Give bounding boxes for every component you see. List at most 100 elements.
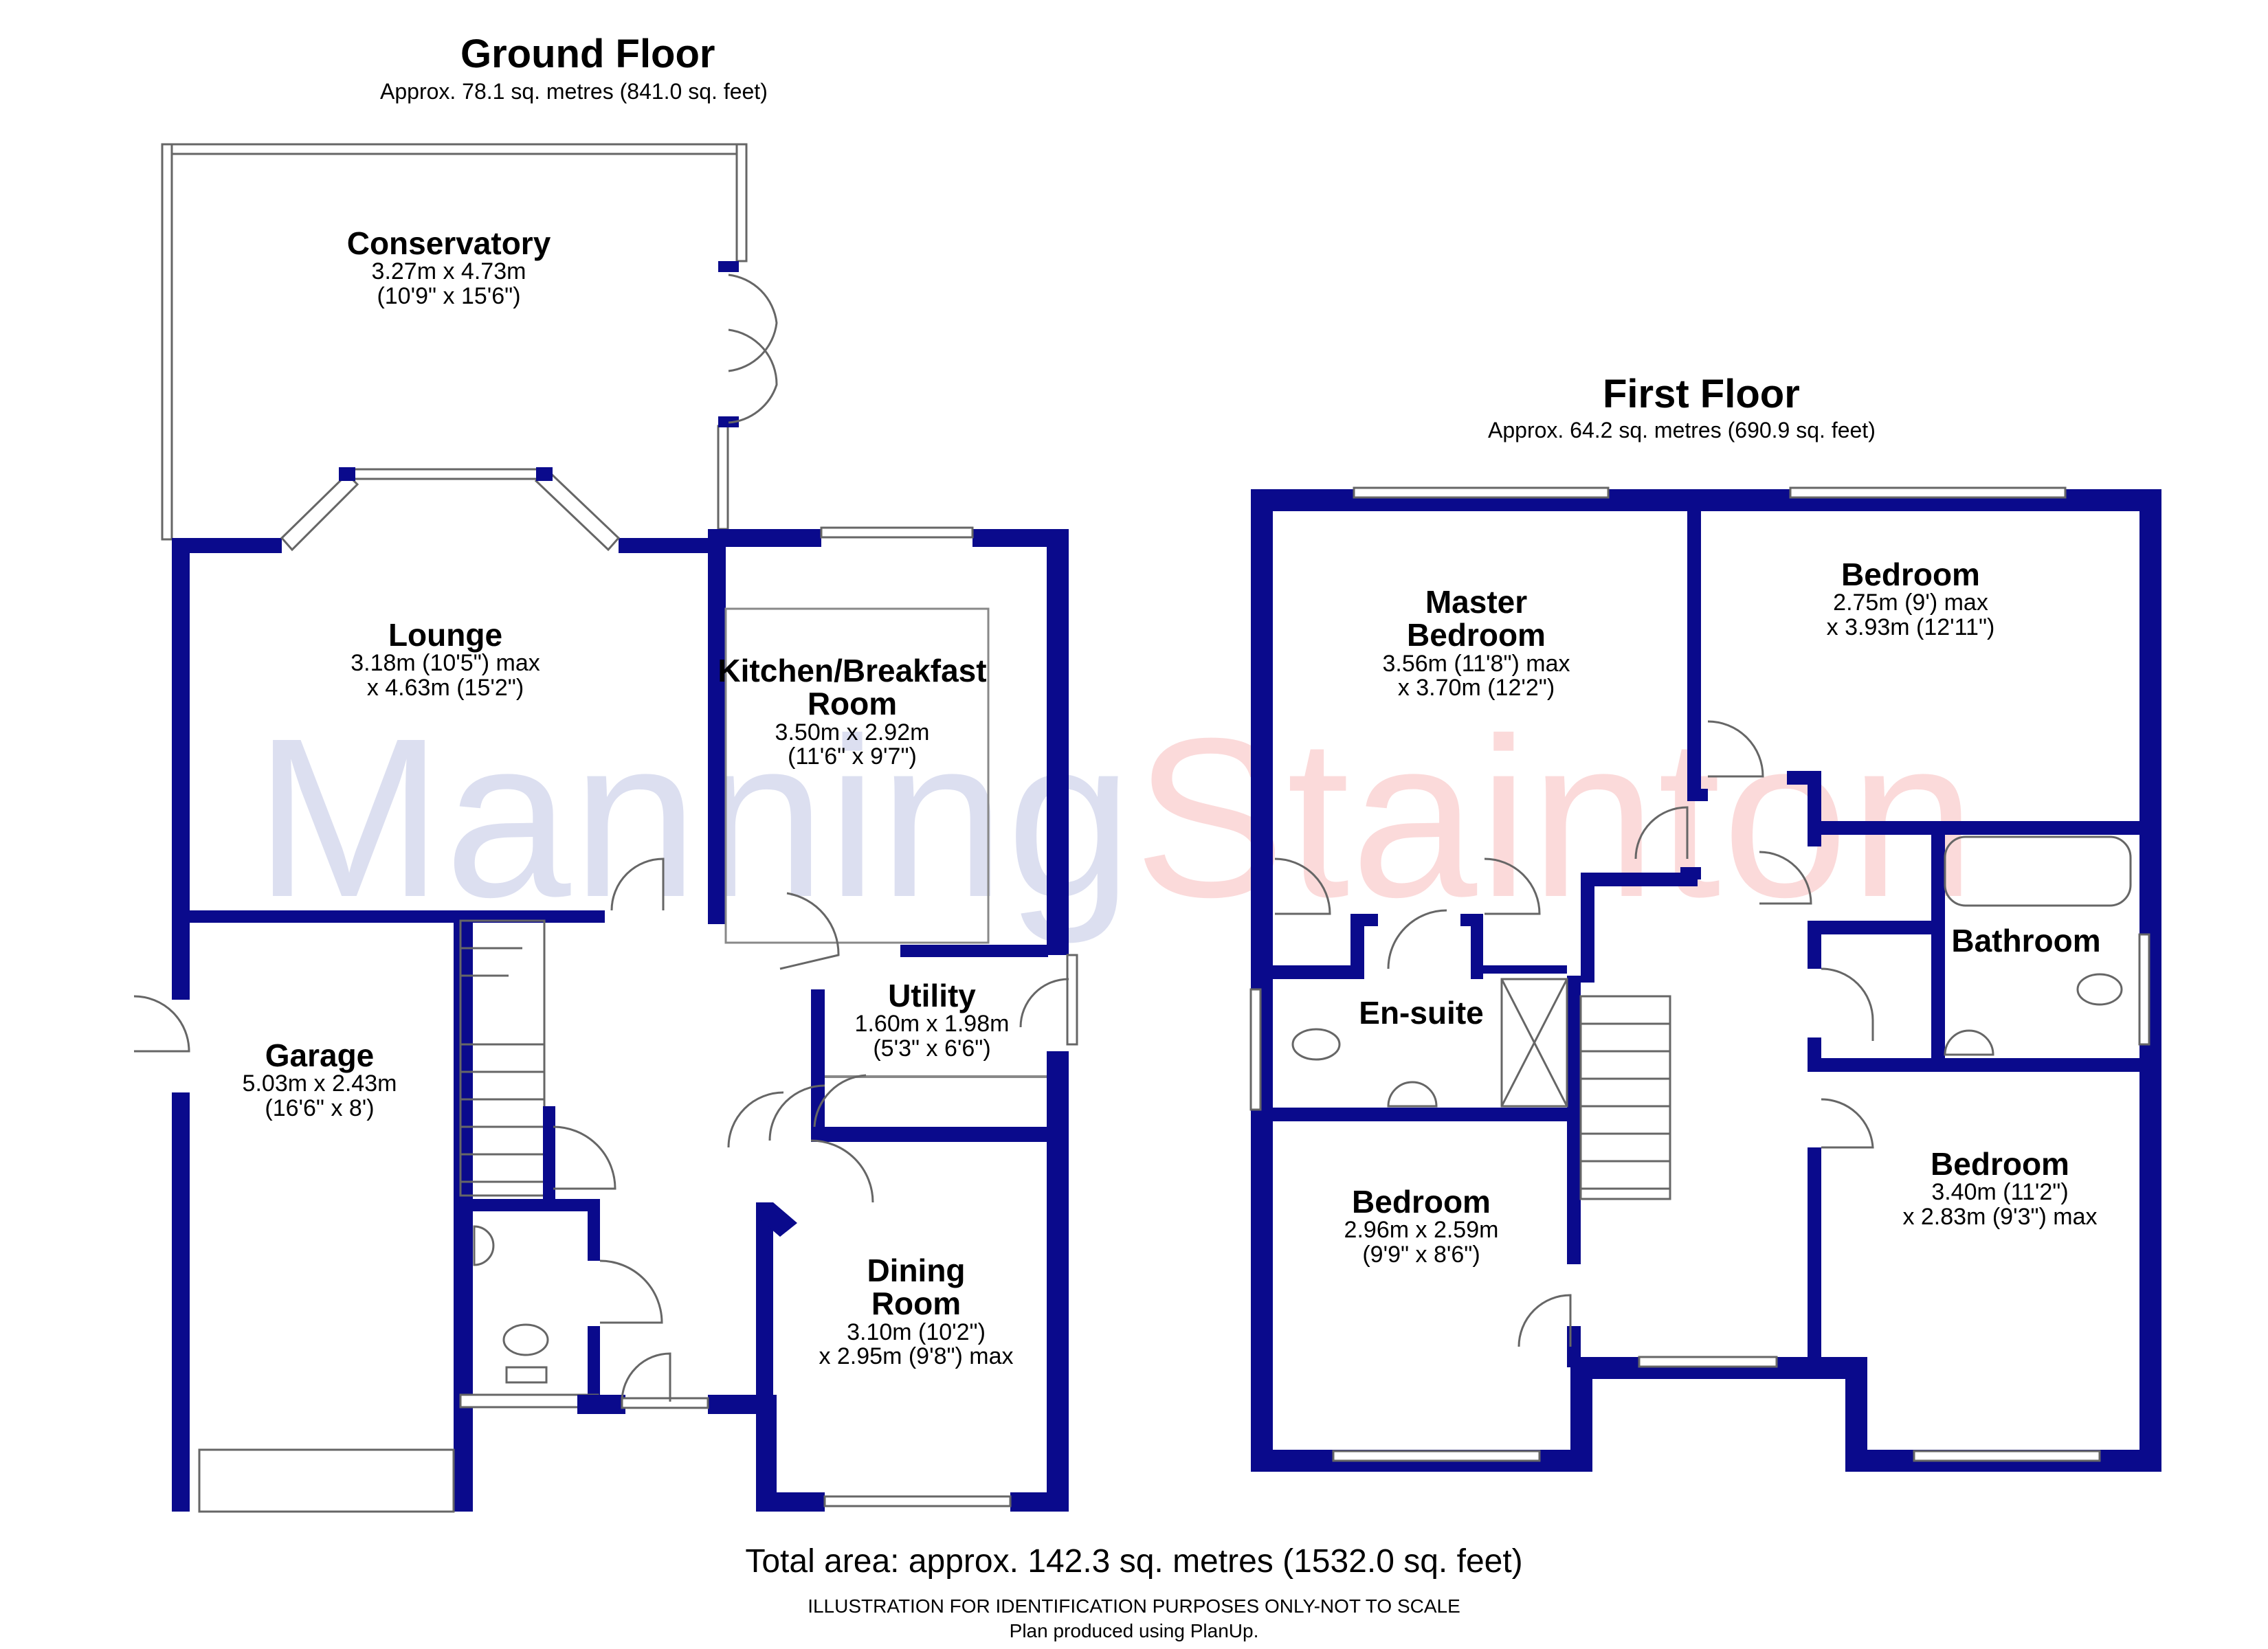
room-bedroom-4: Bedroom 3.40m (11'2") x 2.83m (9'3") max [1902, 1147, 2097, 1230]
wall [1581, 873, 1698, 886]
wall [1931, 821, 1945, 1068]
room-lounge: Lounge 3.18m (10'5") max x 4.63m (15'2") [351, 618, 540, 701]
window [1638, 1356, 1778, 1368]
room-name: Bedroom [1931, 1146, 2069, 1182]
watermark-stainton: Stainton [1133, 691, 1977, 944]
front-door-frame [621, 1397, 709, 1409]
first-floor-area: Approx. 64.2 sq. metres (690.9 sq. feet) [1488, 418, 1876, 442]
wall [172, 538, 190, 923]
wall [900, 945, 1048, 957]
wall [1010, 1492, 1069, 1512]
room-dimensions: 2.96m x 2.59m [1344, 1217, 1499, 1244]
wall [1350, 914, 1378, 926]
worktop [825, 1075, 1047, 1078]
room-dimensions-imperial: (16'6" x 8') [265, 1095, 375, 1121]
room-dimensions-imperial: (9'9" x 8'6") [1362, 1241, 1480, 1268]
wall [1808, 921, 1821, 969]
window [1353, 486, 1610, 499]
walls [133, 143, 2161, 1513]
wall [1808, 1058, 2161, 1072]
room-name: Kitchen/Breakfast [718, 653, 987, 688]
wall [543, 1106, 555, 1202]
room-dimensions: 3.50m x 2.92m [775, 719, 930, 745]
wall [756, 1395, 777, 1512]
watermark: ManningStainton [254, 687, 1977, 948]
wall [1581, 873, 1594, 983]
disclaimer: ILLUSTRATION FOR IDENTIFICATION PURPOSES… [808, 1595, 1460, 1617]
bay-window [280, 467, 621, 552]
room-conservatory: Conservatory 3.27m x 4.73m (10'9" x 15'6… [347, 227, 551, 309]
wall [811, 1127, 1048, 1142]
ground-floor-title: Ground Floor [460, 32, 715, 76]
room-bedroom-2: Bedroom 2.75m (9') max x 3.93m (12'11") [1827, 558, 1995, 640]
window [1249, 988, 1262, 1111]
window [1066, 954, 1078, 1046]
plan-credit: Plan produced using PlanUp. [1009, 1620, 1259, 1641]
room-ensuite: En-suite [1359, 996, 1483, 1030]
room-utility: Utility 1.60m x 1.98m (5'3" x 6'6") [855, 979, 1010, 1062]
room-dimensions-imperial: x 2.95m (9'8") max [819, 1343, 1014, 1370]
wall [1808, 771, 1821, 846]
wall [172, 910, 190, 1000]
window [823, 1495, 1012, 1507]
window [820, 526, 974, 539]
room-dimensions: 5.03m x 2.43m [242, 1070, 397, 1097]
room-dimensions-imperial: x 3.70m (12'2") [1397, 675, 1555, 702]
wall [1471, 914, 1483, 979]
window [1789, 486, 2067, 499]
wall [172, 1092, 190, 1512]
watermark-manning: Manning [254, 691, 1134, 944]
wall [172, 538, 282, 553]
room-dimensions: 3.10m (10'2") [847, 1319, 986, 1345]
room-name: Lounge [388, 617, 503, 653]
room-dimensions: 3.56m (11'8") max [1382, 650, 1570, 677]
wall [1273, 965, 1362, 979]
kitchen-worktop [724, 607, 990, 944]
window [2138, 933, 2150, 1046]
room-dimensions: 1.60m x 1.98m [854, 1011, 1010, 1037]
room-name-line2: Room [871, 1286, 961, 1322]
wall [1567, 976, 1581, 1264]
wall [708, 529, 726, 924]
total-area: Total area: approx. 142.3 sq. metres (15… [745, 1543, 1523, 1580]
room-name: Bathroom [1951, 923, 2101, 958]
room-dining: Dining Room 3.10m (10'2") x 2.95m (9'8")… [819, 1254, 1013, 1369]
conservatory-frame [161, 143, 748, 541]
room-garage: Garage 5.03m x 2.43m (16'6" x 8') [243, 1039, 397, 1121]
wall [1567, 1326, 1581, 1367]
wall [1687, 789, 1708, 801]
wall [756, 1492, 825, 1512]
ground-floor-area: Approx. 78.1 sq. metres (841.0 sq. feet) [380, 79, 768, 104]
room-name: Utility [888, 978, 976, 1013]
first-floor-stairs [1579, 995, 1671, 1200]
room-name: Master [1425, 584, 1528, 620]
wall [577, 1395, 625, 1414]
first-floor-title: First Floor [1603, 372, 1800, 416]
wall [1808, 1147, 1821, 1360]
wall [756, 1202, 773, 1409]
room-name: Bedroom [1352, 1184, 1491, 1220]
wall [1680, 867, 1701, 879]
wall [460, 1199, 598, 1211]
room-dimensions-imperial: (11'6" x 9'7") [788, 743, 917, 770]
wall [1251, 1108, 1581, 1121]
ground-stairs [459, 919, 546, 1197]
wall [1687, 511, 1701, 800]
wall [1478, 965, 1567, 974]
room-dimensions: 3.27m x 4.73m [371, 258, 526, 285]
window [1332, 1450, 1541, 1462]
wall [708, 1395, 756, 1414]
wall [708, 529, 821, 547]
room-name-line2: Bedroom [1407, 617, 1546, 653]
wall [1808, 821, 2161, 835]
room-dimensions-imperial: (10'9" x 15'6") [377, 282, 521, 309]
wall [619, 538, 722, 553]
room-bedroom-3: Bedroom 2.96m x 2.59m (9'9" x 8'6") [1344, 1185, 1499, 1268]
bathroom-fixtures [1291, 835, 2132, 1108]
room-dimensions: 2.75m (9') max [1833, 590, 1988, 616]
room-name: Dining [867, 1253, 966, 1288]
room-bathroom: Bathroom [1951, 923, 2101, 958]
conservatory-wall-stub [718, 261, 739, 272]
room-name: Garage [265, 1037, 375, 1073]
